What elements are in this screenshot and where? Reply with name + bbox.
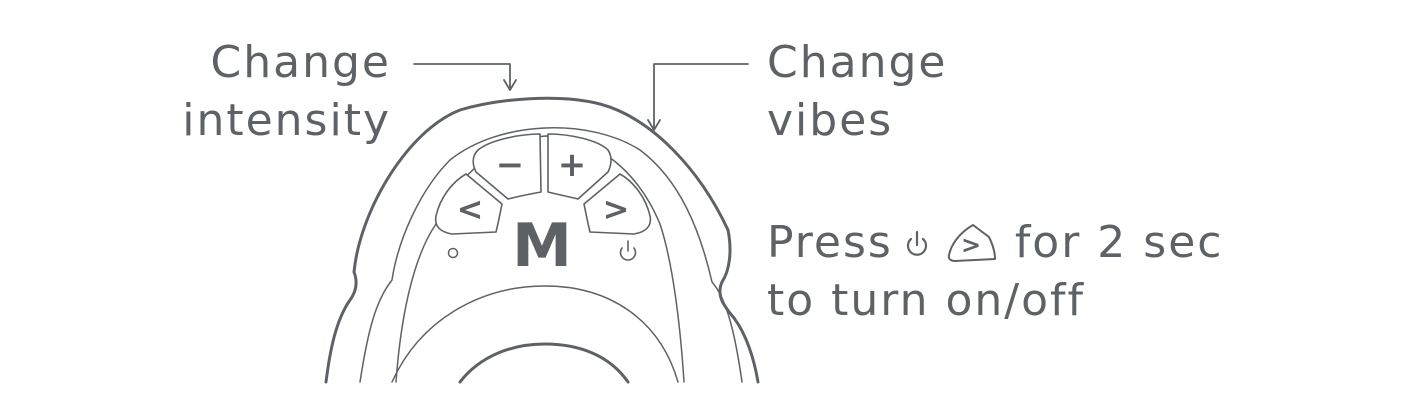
device-inner-shell bbox=[359, 127, 743, 383]
prev-button-label: < bbox=[457, 190, 484, 228]
prev-button[interactable] bbox=[434, 173, 503, 235]
power-instructions: Press > for 2 sec to turn on/off bbox=[767, 214, 1223, 330]
control-panel bbox=[395, 135, 685, 383]
device-hole bbox=[458, 342, 630, 384]
minus-button-label: − bbox=[496, 145, 525, 185]
press-word: Press bbox=[767, 217, 893, 268]
plus-button[interactable] bbox=[547, 133, 612, 200]
vibes-callout-arrow bbox=[653, 63, 749, 129]
next-icon-glyph: > bbox=[961, 231, 983, 259]
power-icon bbox=[619, 240, 637, 261]
intensity-line-1: Change bbox=[210, 37, 391, 88]
mode-button[interactable]: M bbox=[512, 211, 572, 281]
indicator-light-icon bbox=[447, 247, 459, 259]
power-icon bbox=[903, 227, 931, 259]
next-button-label: > bbox=[603, 190, 630, 228]
intensity-callout-arrow bbox=[413, 63, 511, 89]
device-ring bbox=[391, 285, 679, 383]
vibes-line-2: vibes bbox=[767, 95, 894, 146]
plus-button-label: + bbox=[558, 145, 587, 185]
vibes-line-1: Change bbox=[767, 37, 948, 88]
change-intensity-label: Change intensity bbox=[182, 34, 391, 150]
device-outer-shell bbox=[324, 96, 760, 384]
next-button-icon: > bbox=[945, 221, 1001, 265]
intensity-line-2: intensity bbox=[182, 95, 391, 146]
next-button[interactable] bbox=[583, 173, 652, 235]
intensity-arrowhead bbox=[503, 79, 517, 91]
press-line-2: to turn on/off bbox=[767, 275, 1086, 326]
minus-button[interactable] bbox=[472, 133, 542, 200]
change-vibes-label: Change vibes bbox=[767, 34, 947, 150]
vibes-arrowhead bbox=[647, 119, 661, 131]
press-duration: for 2 sec bbox=[1014, 217, 1224, 268]
